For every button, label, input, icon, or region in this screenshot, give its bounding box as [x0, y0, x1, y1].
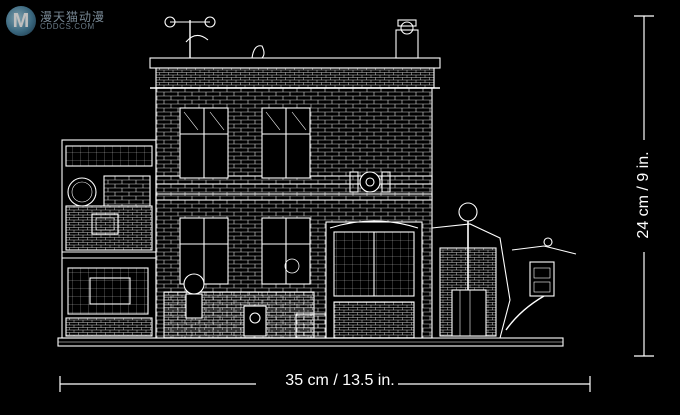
- right-annex: [431, 202, 511, 339]
- weather-vane: [164, 16, 216, 58]
- height-label: 24 cm / 9 in.: [635, 151, 652, 239]
- upper-left-window: [179, 107, 229, 179]
- left-annex: [61, 139, 157, 339]
- lamp-globe: [458, 202, 478, 222]
- height-dimension-line: [634, 15, 654, 357]
- lower-left-window: [179, 217, 229, 285]
- width-dimension-line: [59, 376, 591, 392]
- stove: [243, 305, 267, 337]
- shop-front: [325, 220, 423, 339]
- width-label: 35 cm / 13.5 in.: [285, 372, 395, 389]
- rooftop-bird: [251, 45, 265, 59]
- watermark-site: CDDCS.COM: [40, 22, 95, 32]
- lower-right-window: [261, 217, 311, 285]
- clock: [359, 171, 381, 193]
- chimney: [395, 19, 419, 59]
- watermark-name: 漫天猫动漫: [40, 9, 106, 24]
- annex-monitor: [91, 213, 119, 235]
- ground-vase: [183, 273, 205, 295]
- watermark: M 漫天猫动漫 CDDCS.COM: [6, 6, 105, 36]
- watermark-logo: M: [6, 6, 36, 36]
- side-crane: [505, 237, 577, 331]
- main-building: [149, 57, 441, 339]
- upper-right-window: [261, 107, 311, 179]
